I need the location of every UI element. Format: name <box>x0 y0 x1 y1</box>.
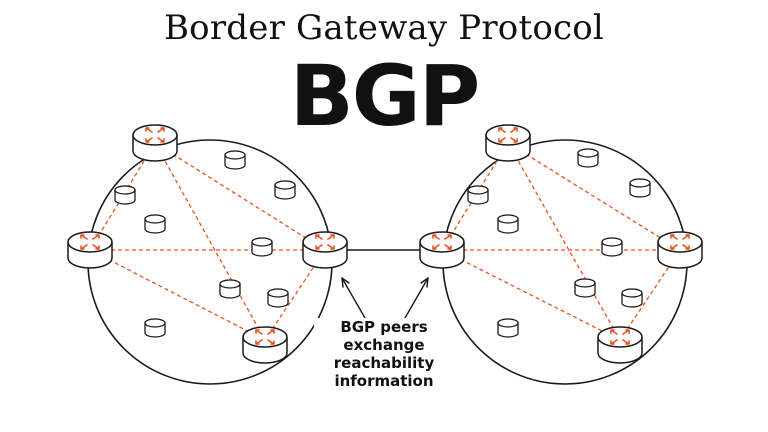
host-icon <box>224 150 246 170</box>
host-icon <box>629 178 651 198</box>
border-router-icon <box>302 231 348 269</box>
annotation-arrows <box>341 277 429 319</box>
host-icon <box>467 185 489 205</box>
annotation-line: information <box>334 372 434 390</box>
router-icon <box>597 326 643 364</box>
host-icon <box>497 214 519 234</box>
annotation-line: reachability <box>333 354 435 372</box>
annotation-line: exchange <box>343 336 425 354</box>
as-right-network-circle <box>442 139 688 385</box>
acronym-heading: BGP <box>289 47 481 145</box>
right-hosts <box>467 148 651 338</box>
host-icon <box>574 278 596 298</box>
host-icon <box>144 318 166 338</box>
right-ibgp-mesh <box>441 142 681 341</box>
router-icon <box>657 231 703 269</box>
host-icon <box>621 288 643 308</box>
host-icon <box>577 148 599 168</box>
host-icon <box>497 318 519 338</box>
peering-annotation: BGP peers exchange reachability informat… <box>314 318 454 390</box>
host-icon <box>144 214 166 234</box>
border-router-icon <box>419 231 465 269</box>
left-ibgp-mesh <box>89 142 326 341</box>
as-left-network-circle <box>87 139 333 385</box>
router-icon <box>67 231 113 269</box>
host-icon <box>267 288 289 308</box>
host-icon <box>219 279 241 299</box>
router-icon <box>242 326 288 364</box>
host-icon <box>601 237 623 257</box>
annotation-line: BGP peers <box>340 318 428 336</box>
host-icon <box>274 180 296 200</box>
host-icon <box>251 237 273 257</box>
host-icon <box>114 185 136 205</box>
page-title: Border Gateway Protocol <box>164 8 604 48</box>
